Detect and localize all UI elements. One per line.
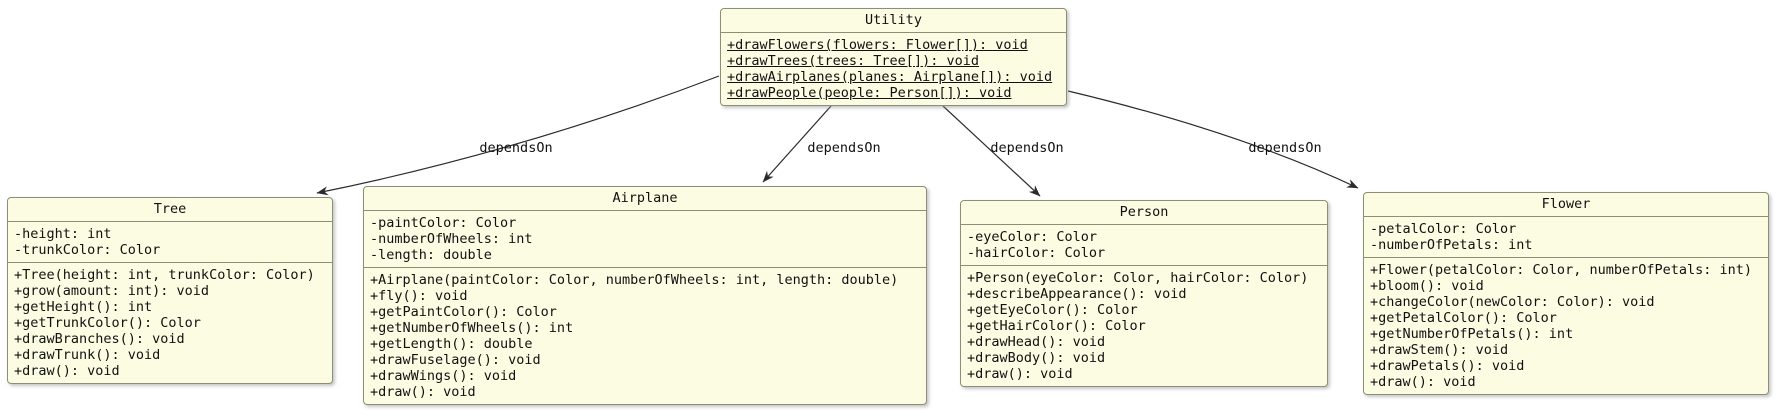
class-method: +draw(): void: [1370, 374, 1476, 390]
class-method: +Flower(petalColor: Color, numberOfPetal…: [1370, 262, 1753, 278]
class-tree: Tree-height: int-trunkColor: Color+Tree(…: [7, 197, 333, 384]
class-method: +draw(): void: [967, 366, 1073, 382]
class-method: +drawBranches(): void: [14, 331, 185, 347]
class-attribute: -trunkColor: Color: [14, 242, 161, 258]
class-name: Utility: [865, 12, 922, 28]
class-airplane: Airplane -paintColor: Color-numberOfWheel…: [363, 186, 927, 405]
attributes-compartment: -paintColor: Color-numberOfWheels: int-l…: [364, 210, 926, 267]
class-method: +getNumberOfWheels(): int: [370, 320, 574, 336]
class-method: +drawPetals(): void: [1370, 358, 1525, 374]
class-method: +getPetalColor(): Color: [1370, 310, 1557, 326]
attributes-compartment: -petalColor: Color-numberOfPetals: int: [1364, 216, 1768, 257]
class-person: Person -eyeColor: Color-hairColor: Color +…: [960, 200, 1328, 387]
class-method: +drawFlowers(flowers: Flower[]): void: [727, 37, 1028, 53]
class-attribute: -length: double: [370, 247, 492, 263]
class-name: Airplane: [612, 190, 678, 206]
class-method: +draw(): void: [14, 363, 120, 379]
class-method: +grow(amount: int): void: [14, 283, 210, 299]
class-flower: Flower -petalColor: Color-numberOfPetals:…: [1363, 192, 1769, 395]
class-attribute: -height: int: [14, 226, 112, 242]
class-method: +describeAppearance(): void: [967, 286, 1187, 302]
class-name: Tree: [153, 201, 187, 217]
class-name: Person: [1119, 204, 1169, 220]
dependency-edge-label: dependsOn: [990, 140, 1063, 156]
class-method: +getHairColor(): Color: [967, 318, 1146, 334]
class-method: +drawStem(): void: [1370, 342, 1509, 358]
dependency-edge-utility-airplane: [762, 105, 832, 183]
class-method: +bloom(): void: [1370, 278, 1484, 294]
class-method: +drawTrees(trees: Tree[]): void: [727, 53, 979, 69]
class-attribute: -numberOfWheels: int: [370, 231, 533, 247]
class-attribute: -petalColor: Color: [1370, 221, 1517, 237]
class-method: +Tree(height: int, trunkColor: Color): [14, 267, 315, 283]
dependency-edge-utility-person: [942, 105, 1041, 197]
class-method: +drawWings(): void: [370, 368, 517, 384]
class-method: +Person(eyeColor: Color, hairColor: Colo…: [967, 270, 1309, 286]
methods-compartment: +Tree(height: int, trunkColor: Color)+gr…: [8, 262, 332, 383]
dependency-edge-label: dependsOn: [1248, 140, 1321, 156]
class-attribute: -eyeColor: Color: [967, 229, 1098, 245]
class-method: +getTrunkColor(): Color: [14, 315, 201, 331]
class-method: +getNumberOfPetals(): int: [1370, 326, 1574, 342]
class-method: +getPaintColor(): Color: [370, 304, 557, 320]
dependency-edge-utility-flower: [1067, 90, 1359, 189]
class-method: +drawPeople(people: Person[]): void: [727, 85, 1012, 101]
dependency-edge-label: dependsOn: [479, 140, 552, 156]
dependency-edge-label: dependsOn: [807, 140, 880, 156]
class-method: +getEyeColor(): Color: [967, 302, 1138, 318]
attributes-compartment: -height: int-trunkColor: Color: [8, 221, 332, 262]
methods-compartment: +Airplane(paintColor: Color, numberOfWhe…: [364, 267, 926, 404]
class-method: +draw(): void: [370, 384, 476, 400]
class-method: +drawFuselage(): void: [370, 352, 541, 368]
class-utility: Utility +drawFlowers(flowers: Flower[]): …: [720, 8, 1067, 106]
class-method: +Airplane(paintColor: Color, numberOfWhe…: [370, 272, 899, 288]
class-attribute: -hairColor: Color: [967, 245, 1106, 261]
class-method: +drawTrunk(): void: [14, 347, 161, 363]
class-method: +changeColor(newColor: Color): void: [1370, 294, 1655, 310]
class-attribute: -numberOfPetals: int: [1370, 237, 1533, 253]
class-method: +drawHead(): void: [967, 334, 1106, 350]
methods-compartment: +Flower(petalColor: Color, numberOfPetal…: [1364, 257, 1768, 394]
class-method: +drawAirplanes(planes: Airplane[]): void: [727, 69, 1053, 85]
class-attribute: -paintColor: Color: [370, 215, 517, 231]
class-method: +fly(): void: [370, 288, 468, 304]
attributes-compartment: -eyeColor: Color-hairColor: Color: [961, 224, 1327, 265]
class-name: Flower: [1541, 196, 1591, 212]
class-method: +drawBody(): void: [967, 350, 1106, 366]
methods-compartment: +drawFlowers(flowers: Flower[]): void+dr…: [721, 32, 1066, 105]
methods-compartment: +Person(eyeColor: Color, hairColor: Colo…: [961, 265, 1327, 386]
dependency-edge-utility-tree: [316, 75, 720, 196]
class-method: +getHeight(): int: [14, 299, 153, 315]
class-method: +getLength(): double: [370, 336, 533, 352]
